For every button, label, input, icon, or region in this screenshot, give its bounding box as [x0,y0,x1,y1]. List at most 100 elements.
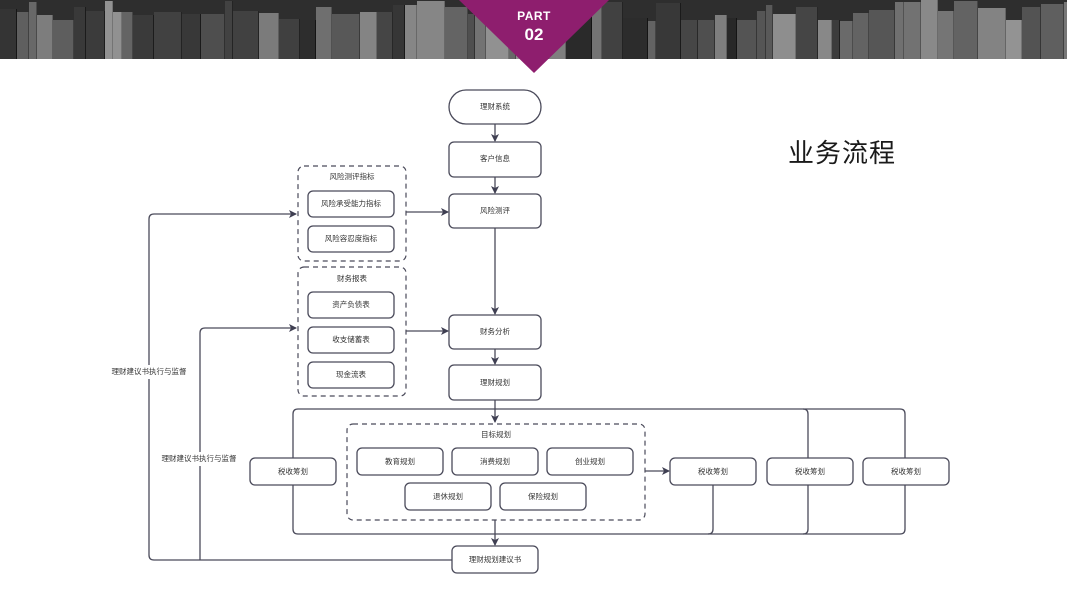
book-spine [405,5,417,59]
group-goal-planning-title: 目标规划 [481,429,511,439]
book-spine [29,2,37,59]
book-spine [656,3,681,59]
feedback-label-outer: 理财建议书执行与监督 [112,366,187,376]
node-tax-planning-1-label: 税收筹划 [698,466,728,476]
book-spine [648,21,656,59]
book-spine [938,11,954,59]
node-retirement-planning[interactable]: 退休规划 [404,482,492,511]
book-spine [818,20,832,59]
book-spine [154,12,182,59]
book-spine [1064,2,1067,59]
part-number: 02 [524,25,544,44]
book-spine [773,14,796,59]
feedback-loop-outer [148,210,452,561]
node-risk-tolerance-degree[interactable]: 风险容忍度指标 [307,225,395,253]
book-spine [182,14,201,59]
book-spine [1041,4,1064,59]
book-spine [86,11,105,59]
node-retirement-planning-label: 退休规划 [433,491,463,501]
node-risk-tolerance-capacity[interactable]: 风险承受能力指标 [307,190,395,218]
node-proposal-label: 理财规划建议书 [469,554,522,564]
book-spine [954,1,978,59]
feedback-label-inner: 理财建议书执行与监督 [162,453,237,463]
group-financial-statements: 财务报表 资产负债表 收支储蓄表 现金流表 [297,266,407,397]
book-spine [259,13,279,59]
node-consumption-planning[interactable]: 消费规划 [451,447,539,476]
node-cash-flow-label: 现金流表 [336,369,366,379]
book-spine [681,20,698,59]
node-financial-planning[interactable]: 理财规划 [448,364,542,401]
book-spine [904,2,921,59]
book-spine [1006,20,1022,59]
node-tax-planning-left[interactable]: 税收筹划 [249,457,337,486]
book-spine [225,1,233,59]
book-spine [417,1,445,59]
node-financial-analysis[interactable]: 财务分析 [448,314,542,350]
feedback-loop-inner [199,324,297,560]
group-goal-planning: 目标规划 教育规划 消费规划 创业规划 退休规划 保险规划 [346,423,646,521]
book-spine [840,21,853,59]
node-education-planning-label: 教育规划 [385,456,415,466]
book-spine [1022,7,1041,59]
node-consumption-planning-label: 消费规划 [480,456,510,466]
node-financial-analysis-label: 财务分析 [480,326,510,336]
node-tax-planning-left-label: 税收筹划 [278,466,308,476]
book-spine [727,18,737,59]
book-spine [113,12,122,59]
book-spine [869,10,895,59]
book-spine [895,2,904,59]
book-spine [715,15,727,59]
node-income-savings-label: 收支储蓄表 [332,334,370,344]
group-risk-indicators: 风险测评指标 风险承受能力指标 风险容忍度指标 [297,165,407,262]
node-entrepreneurship-planning[interactable]: 创业规划 [546,447,634,476]
node-insurance-planning-label: 保险规划 [528,491,558,501]
book-spine [592,6,602,59]
book-spine [393,5,405,59]
book-spine [0,9,17,59]
book-spine [978,8,1006,59]
part-badge-triangle [459,0,609,73]
book-spine [766,5,773,59]
book-spine [757,11,766,59]
node-income-savings[interactable]: 收支储蓄表 [307,326,395,354]
tax-frame-bottom-2 [708,485,809,535]
node-tax-planning-2-label: 税收筹划 [795,466,825,476]
book-spine [921,0,938,59]
group-risk-indicators-title: 风险测评指标 [330,171,375,181]
tax-frame-top-1 [292,408,809,458]
book-spine [602,2,623,59]
book-spine [105,1,113,59]
book-spine [623,18,648,59]
book-spine [74,7,86,59]
book-spine [698,20,715,59]
node-tax-planning-3[interactable]: 税收筹划 [862,457,950,486]
book-spine [279,19,300,59]
book-spine [445,7,468,59]
node-risk-assessment[interactable]: 风险测评 [448,193,542,229]
book-spine [377,12,393,59]
book-spine [796,7,818,59]
node-balance-sheet-label: 资产负债表 [332,299,370,309]
node-balance-sheet[interactable]: 资产负债表 [307,291,395,319]
book-spine [53,20,74,59]
tax-frame-bottom-1 [292,485,714,535]
node-financial-planning-label: 理财规划 [480,377,510,387]
node-cash-flow[interactable]: 现金流表 [307,361,395,389]
tax-frame-bottom-3 [803,485,906,535]
node-education-planning[interactable]: 教育规划 [356,447,444,476]
node-customer-info[interactable]: 客户信息 [448,141,542,178]
node-insurance-planning[interactable]: 保险规划 [499,482,587,511]
book-spine [332,14,360,59]
book-spine [133,15,154,59]
node-proposal[interactable]: 理财规划建议书 [451,545,539,574]
node-tax-planning-1[interactable]: 税收筹划 [669,457,757,486]
node-customer-info-label: 客户信息 [480,153,510,163]
book-spine [17,12,29,59]
node-start[interactable]: 理财系统 [448,89,542,125]
label-bg-inner [160,452,240,466]
page-title: 业务流程 [788,139,897,169]
book-spine [37,15,53,59]
node-start-label: 理财系统 [480,101,510,111]
node-tax-planning-2[interactable]: 税收筹划 [766,457,854,486]
